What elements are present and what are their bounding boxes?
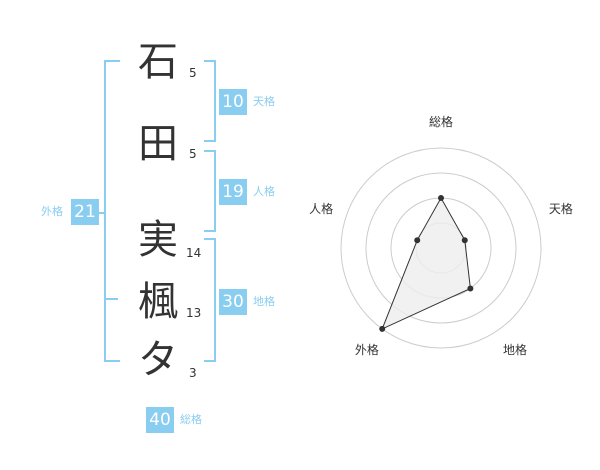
radar-ring-3 <box>365 172 517 324</box>
outer-bracket-divider <box>104 298 118 300</box>
radar-point-4 <box>414 237 421 244</box>
chikaku-bracket <box>204 238 216 362</box>
radar-axis-label-2: 地格 <box>503 342 527 357</box>
name-char-3: 実 <box>138 217 178 263</box>
name-char-4: 楓 <box>138 279 178 325</box>
soukaku-label: 総格 <box>180 413 202 426</box>
name-char-5: タ <box>138 337 178 383</box>
tenkaku-label: 天格 <box>253 95 275 108</box>
chikaku-label: 地格 <box>253 295 275 308</box>
radar-point-2 <box>467 285 474 292</box>
stroke-count-2: 5 <box>189 147 197 161</box>
chikaku-value-badge: 30 <box>219 289 247 315</box>
gaikaku-label: 外格 <box>41 205 63 218</box>
radar-axis-label-3: 外格 <box>355 342 379 357</box>
name-char-2: 田 <box>138 121 178 167</box>
tenkaku-bracket <box>204 60 216 142</box>
radar-axis-label-1: 天格 <box>549 201 573 216</box>
outer-bracket <box>104 60 120 362</box>
gaikaku-value-badge: 21 <box>71 199 99 225</box>
jinkaku-value-badge: 19 <box>219 179 247 205</box>
tenkaku-value-badge: 10 <box>219 89 247 115</box>
radar-point-3 <box>379 325 386 332</box>
radar-axis-label-4: 人格 <box>309 201 333 216</box>
soukaku-value-badge: 40 <box>146 407 174 433</box>
radar-point-0 <box>438 195 444 201</box>
stroke-count-5: 3 <box>189 366 197 380</box>
radar-point-1 <box>461 237 468 244</box>
radar-axis-label-0: 総格 <box>429 114 453 129</box>
stroke-count-1: 5 <box>189 66 197 80</box>
radar-data-polygon <box>381 196 471 330</box>
name-char-1: 石 <box>138 39 178 85</box>
jinkaku-label: 人格 <box>253 185 275 198</box>
radar-ring-4 <box>340 147 542 349</box>
stroke-count-4: 13 <box>186 306 202 320</box>
stroke-count-3: 14 <box>186 246 202 260</box>
jinkaku-bracket <box>204 150 216 232</box>
